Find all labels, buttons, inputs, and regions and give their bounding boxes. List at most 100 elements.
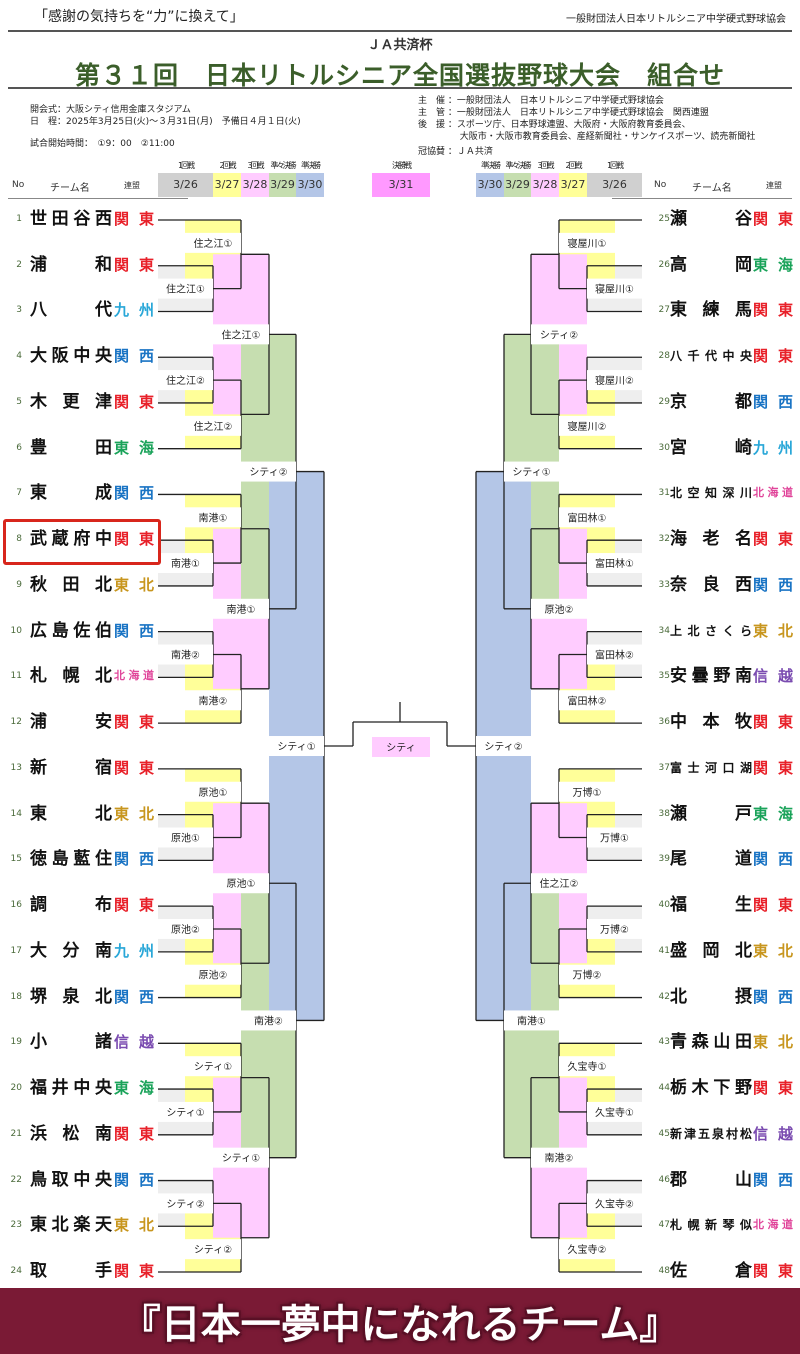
- round-4-left-date: 3/29: [269, 173, 296, 197]
- round1-venue-box: [158, 370, 213, 391]
- round2-venue-box: [185, 964, 241, 985]
- team-number: 41: [658, 945, 670, 956]
- team-league: 東海: [753, 255, 793, 274]
- team-league: 関西: [114, 484, 154, 503]
- round1-venue-box: [587, 1193, 642, 1214]
- semifinal-venue-box: [269, 736, 324, 757]
- round-3-left-date: 3/28: [241, 173, 269, 197]
- semifinal-venue: シティ①: [277, 742, 315, 753]
- round1-venue: 住之江②: [166, 374, 205, 387]
- quarterfinal-venue-box: [504, 461, 559, 482]
- team-number: 9: [16, 579, 22, 590]
- team-name: 大阪中央: [30, 346, 112, 367]
- team-league: 関東: [114, 896, 154, 915]
- round2-venue: シティ①: [194, 1062, 232, 1073]
- quarterfinal-venue: 南港①: [517, 1014, 546, 1027]
- round1-venue-box: [587, 370, 642, 391]
- round2-venue: 富田林②: [568, 694, 607, 707]
- team-number: 1: [16, 214, 22, 224]
- round-2-left-label: 2回戦: [219, 161, 236, 170]
- host: 主 催 ：一般財団法人 日本リトルシニア中学硬式野球協会: [418, 96, 664, 106]
- round1-venue-box: [587, 918, 642, 939]
- team-league: 東北: [114, 1216, 154, 1235]
- team-number: 18: [10, 991, 22, 1002]
- quarterfinal-venue: シティ②: [249, 468, 287, 479]
- round1-venue-box: [587, 644, 642, 665]
- team-name: 大分南: [30, 940, 112, 961]
- team-name: 京都: [670, 391, 752, 412]
- round1-venue: 万博②: [600, 923, 629, 936]
- team-league: 関東: [753, 713, 793, 732]
- col-league: 連盟: [766, 181, 782, 190]
- round2-venue: 寝屋川①: [568, 237, 607, 250]
- round2-venue-box: [185, 415, 241, 436]
- highlighted-team-frame: [3, 519, 161, 565]
- team-name: 八千代中央: [670, 349, 752, 364]
- col-no: No: [12, 180, 25, 190]
- team-name: 調布: [30, 895, 112, 916]
- team-league: 関東: [753, 758, 793, 777]
- team-name: 富士河口湖: [670, 760, 752, 775]
- team-league: 東海: [753, 804, 793, 823]
- round3-venue-box: [531, 1147, 587, 1168]
- team-name: 新津五泉村松: [670, 1126, 752, 1141]
- team-name: 新宿: [30, 757, 112, 778]
- team-number: 13: [10, 762, 22, 773]
- round2-venue-box: [185, 781, 241, 802]
- round3-venue: シティ①: [222, 1154, 260, 1165]
- team-number: 33: [658, 579, 670, 590]
- organization-name: 一般財団法人日本リトルシニア中学硬式野球協会: [566, 14, 786, 25]
- round2-venue: 富田林①: [568, 511, 607, 524]
- round3-venue-box: [531, 324, 587, 345]
- team-number: 43: [658, 1037, 670, 1048]
- round2-venue: 万博②: [573, 969, 602, 982]
- team-name: 上北さくら: [670, 623, 752, 638]
- team-league: 関東: [114, 758, 154, 777]
- team-number: 36: [658, 717, 670, 728]
- team-name: 取手: [30, 1261, 112, 1282]
- round3-venue-box: [213, 873, 269, 894]
- team-number: 8: [16, 534, 22, 545]
- team-name: 徳島藍住: [30, 849, 112, 870]
- team-name: 豊田: [30, 437, 112, 458]
- team-name: 宮崎: [670, 437, 752, 458]
- team-number: 48: [658, 1266, 670, 1277]
- team-name: 盛岡北: [670, 940, 752, 961]
- final-round-date: 3/31: [372, 173, 430, 197]
- round-1-left-label: 1回戦: [177, 161, 195, 170]
- team-number: 40: [658, 900, 670, 911]
- team-league: 東北: [753, 1033, 793, 1052]
- col-team: チーム名: [50, 183, 90, 194]
- round-4-left-label: 準々決勝: [270, 161, 297, 170]
- round3-venue-box: [213, 1147, 269, 1168]
- team-number: 16: [10, 900, 22, 911]
- round2-venue: 南港①: [199, 511, 228, 524]
- team-number: 5: [16, 396, 22, 407]
- divider: [8, 198, 188, 199]
- team-league: 東北: [114, 804, 154, 823]
- round3-venue: 原池②: [545, 603, 574, 616]
- team-number: 11: [10, 671, 22, 682]
- round2-venue-box: [185, 1239, 241, 1260]
- round2-venue-box: [559, 1239, 615, 1260]
- team-league: 東海: [114, 1079, 154, 1098]
- round1-venue-box: [158, 553, 213, 574]
- round2-venue: 住之江②: [194, 420, 233, 433]
- team-number: 12: [10, 717, 22, 728]
